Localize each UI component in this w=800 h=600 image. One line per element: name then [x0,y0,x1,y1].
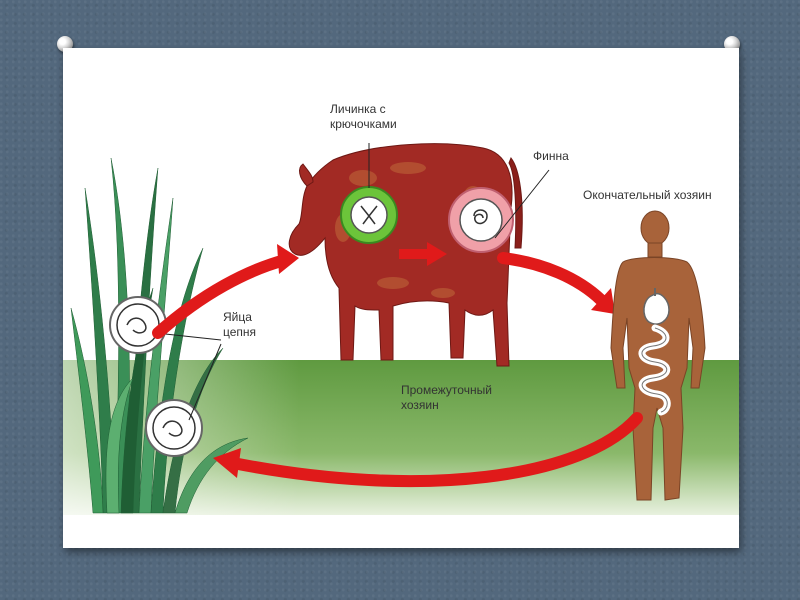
final-host-label: Окончательный хозяин [583,188,712,203]
finna-label: Финна [533,149,569,164]
intermediate-host-label: Промежуточный хозяин [401,383,521,413]
larva-circle [341,187,397,243]
egg-circle-1 [110,297,166,353]
finna-circle [449,188,513,252]
larva-label: Личинка с крючочками [330,102,420,132]
eggs-label: Яйца цепня [223,310,279,340]
slide-frame: Личинка с крючочками Финна Окончательный… [63,48,739,548]
arrow-cow-to-human [503,258,601,300]
